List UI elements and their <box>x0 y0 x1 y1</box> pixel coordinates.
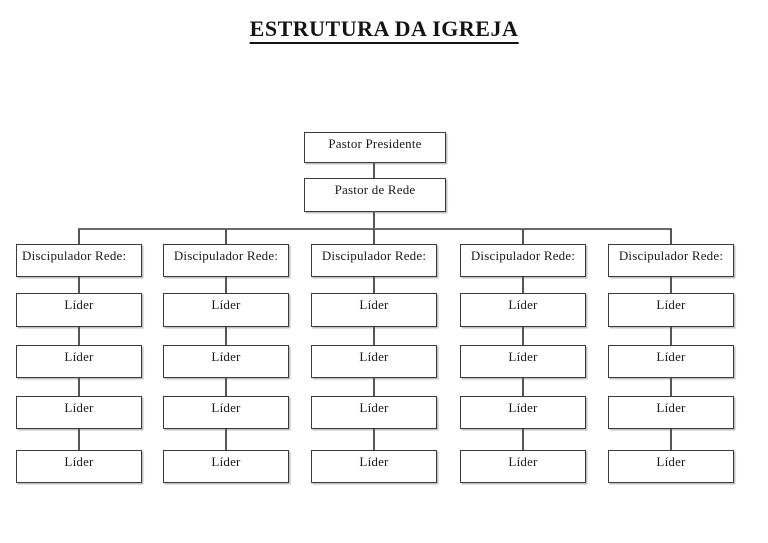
node-lider: Líder <box>311 450 437 483</box>
node-lider: Líder <box>311 293 437 327</box>
node-lider: Líder <box>16 450 142 483</box>
connector-line <box>670 277 672 293</box>
connector-line <box>78 327 80 345</box>
node-lider: Líder <box>460 450 586 483</box>
node-discipulador-rede-3: Discipulador Rede: <box>311 244 437 277</box>
connector-line <box>670 229 672 244</box>
connector-line <box>225 277 227 293</box>
node-lider: Líder <box>460 345 586 378</box>
node-lider: Líder <box>460 396 586 429</box>
connector-line <box>225 378 227 396</box>
connector-line <box>522 327 524 345</box>
node-lider: Líder <box>608 396 734 429</box>
node-lider: Líder <box>16 293 142 327</box>
connector-line <box>373 211 375 228</box>
node-pastor-de-rede: Pastor de Rede <box>304 178 446 212</box>
node-lider: Líder <box>163 396 289 429</box>
connector-line <box>78 378 80 396</box>
connector-line <box>78 228 672 230</box>
node-lider: Líder <box>460 293 586 327</box>
node-lider: Líder <box>311 396 437 429</box>
node-lider: Líder <box>163 345 289 378</box>
connector-line <box>373 162 375 178</box>
node-discipulador-rede-2: Discipulador Rede: <box>163 244 289 277</box>
node-pastor-presidente: Pastor Presidente <box>304 132 446 163</box>
connector-line <box>670 378 672 396</box>
connector-line <box>373 378 375 396</box>
connector-line <box>373 429 375 450</box>
connector-line <box>373 327 375 345</box>
node-lider: Líder <box>163 293 289 327</box>
connector-line <box>78 229 80 244</box>
node-lider: Líder <box>608 345 734 378</box>
node-lider: Líder <box>16 396 142 429</box>
connector-line <box>670 429 672 450</box>
node-discipulador-rede-4: Discipulador Rede: <box>460 244 586 277</box>
node-lider: Líder <box>163 450 289 483</box>
node-lider: Líder <box>608 293 734 327</box>
node-discipulador-rede-1: Discipulador Rede: <box>16 244 142 277</box>
node-discipulador-rede-5: Discipulador Rede: <box>608 244 734 277</box>
node-lider: Líder <box>608 450 734 483</box>
connector-line <box>225 229 227 244</box>
node-lider: Líder <box>16 345 142 378</box>
node-lider: Líder <box>311 345 437 378</box>
page-title: ESTRUTURA DA IGREJA <box>249 16 519 45</box>
connector-line <box>373 277 375 293</box>
connector-line <box>225 327 227 345</box>
connector-line <box>522 277 524 293</box>
connector-line <box>522 429 524 450</box>
connector-line <box>522 229 524 244</box>
connector-line <box>78 429 80 450</box>
connector-line <box>373 229 375 244</box>
connector-line <box>522 378 524 396</box>
connector-line <box>225 429 227 450</box>
connector-line <box>78 277 80 293</box>
connector-line <box>670 327 672 345</box>
